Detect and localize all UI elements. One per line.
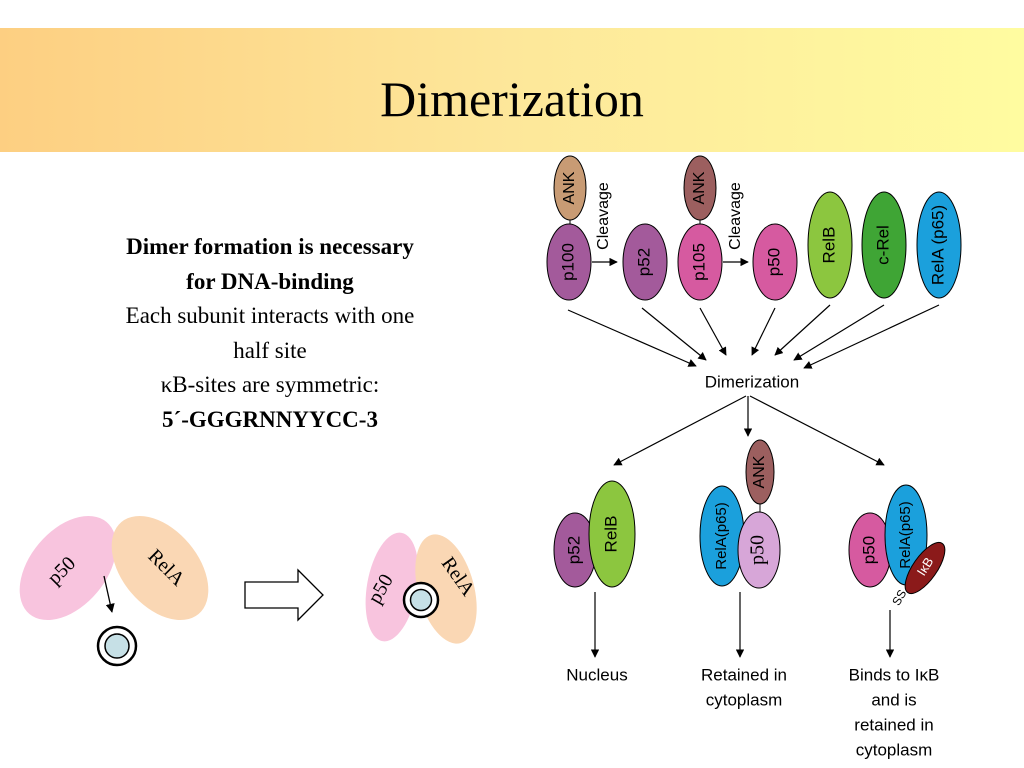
- dimer-p52-relb: p52 RelB: [553, 480, 636, 588]
- slide-title: Dimerization: [380, 71, 644, 127]
- outcome-retained-line1: Retained in: [701, 665, 787, 684]
- text-line-6: 5´-GGGRNNYYCC-3: [162, 406, 378, 432]
- cleavage-label-2: Cleavage: [727, 182, 744, 250]
- text-line-4: half site: [233, 337, 307, 363]
- svg-text:RelA (p65): RelA (p65): [928, 205, 947, 285]
- text-line-5: κB-sites are symmetric:: [160, 372, 380, 397]
- ank-domain-2: ANK: [683, 155, 717, 221]
- svg-text:ANK: ANK: [751, 455, 768, 488]
- svg-text:p50: p50: [764, 248, 783, 276]
- relb-subunit: RelB: [807, 191, 853, 299]
- text-line-1: Dimer formation is necessary: [126, 234, 414, 259]
- svg-text:p105: p105: [689, 243, 708, 281]
- schematic-after: p50 RelA: [364, 532, 479, 644]
- schematic-before: p50 RelA: [19, 515, 209, 667]
- svg-text:RelA(p65): RelA(p65): [713, 502, 730, 570]
- outcome-nucleus: Nucleus: [566, 665, 627, 684]
- p50-blob: [19, 515, 117, 621]
- svg-text:SS: SS: [889, 587, 909, 608]
- rela-blob-bound: [415, 534, 477, 644]
- outcome-ikb-line3: retained in: [854, 715, 933, 734]
- svg-text:RelB: RelB: [819, 227, 838, 264]
- description-text: Dimer formation is necessary for DNA-bin…: [80, 230, 460, 437]
- diverging-arrows: [613, 395, 885, 466]
- svg-text:ANK: ANK: [691, 171, 708, 204]
- outcome-ikb-line2: and is: [871, 690, 916, 709]
- rela-subunit: RelA (p65): [916, 191, 962, 299]
- cleavage-label-1: Cleavage: [595, 182, 612, 250]
- converging-arrows: [567, 304, 940, 369]
- dimerization-label: Dimerization: [705, 372, 799, 391]
- text-line-3: Each subunit interacts with one: [125, 303, 415, 328]
- dna-circle-bound-inner: [409, 588, 433, 612]
- svg-text:p100: p100: [558, 243, 577, 281]
- svg-text:ANK: ANK: [561, 171, 578, 204]
- text-line-2: for DNA-binding: [186, 268, 354, 294]
- outcome-retained-line2: cytoplasm: [706, 690, 783, 709]
- output-arrows: [590, 592, 895, 658]
- crel-subunit: c-Rel: [861, 191, 907, 299]
- p50-subunit: p50: [752, 223, 798, 301]
- dna-circle-inner: [104, 633, 130, 659]
- svg-text:RelA(p65): RelA(p65): [897, 501, 914, 569]
- svg-text:p52: p52: [634, 248, 653, 276]
- p100-subunit: p100: [546, 223, 592, 301]
- outcome-ikb-line4: cytoplasm: [856, 740, 933, 759]
- svg-text:c-Rel: c-Rel: [873, 225, 892, 265]
- svg-text:p50: p50: [859, 536, 878, 564]
- p52-subunit: p52: [622, 223, 668, 301]
- ank-domain-1: ANK: [553, 155, 587, 221]
- title-band: [0, 28, 1024, 152]
- outcome-ikb-line1: Binds to IκB: [849, 665, 940, 684]
- svg-text:p50: p50: [747, 535, 769, 565]
- p50-blob-bound: [365, 532, 419, 642]
- svg-text:p52: p52: [564, 536, 583, 564]
- rela-blob: [111, 515, 209, 621]
- transition-arrow: [244, 568, 324, 622]
- svg-text:RelB: RelB: [601, 516, 620, 553]
- dimer-rela-p50-ank: RelA(p65) ANK p50: [699, 439, 781, 589]
- p105-subunit: p105: [677, 223, 723, 301]
- dimer-p50-rela-ikb: p50 RelA(p65) IκB SS: [848, 484, 946, 608]
- approach-arrow: [103, 575, 115, 613]
